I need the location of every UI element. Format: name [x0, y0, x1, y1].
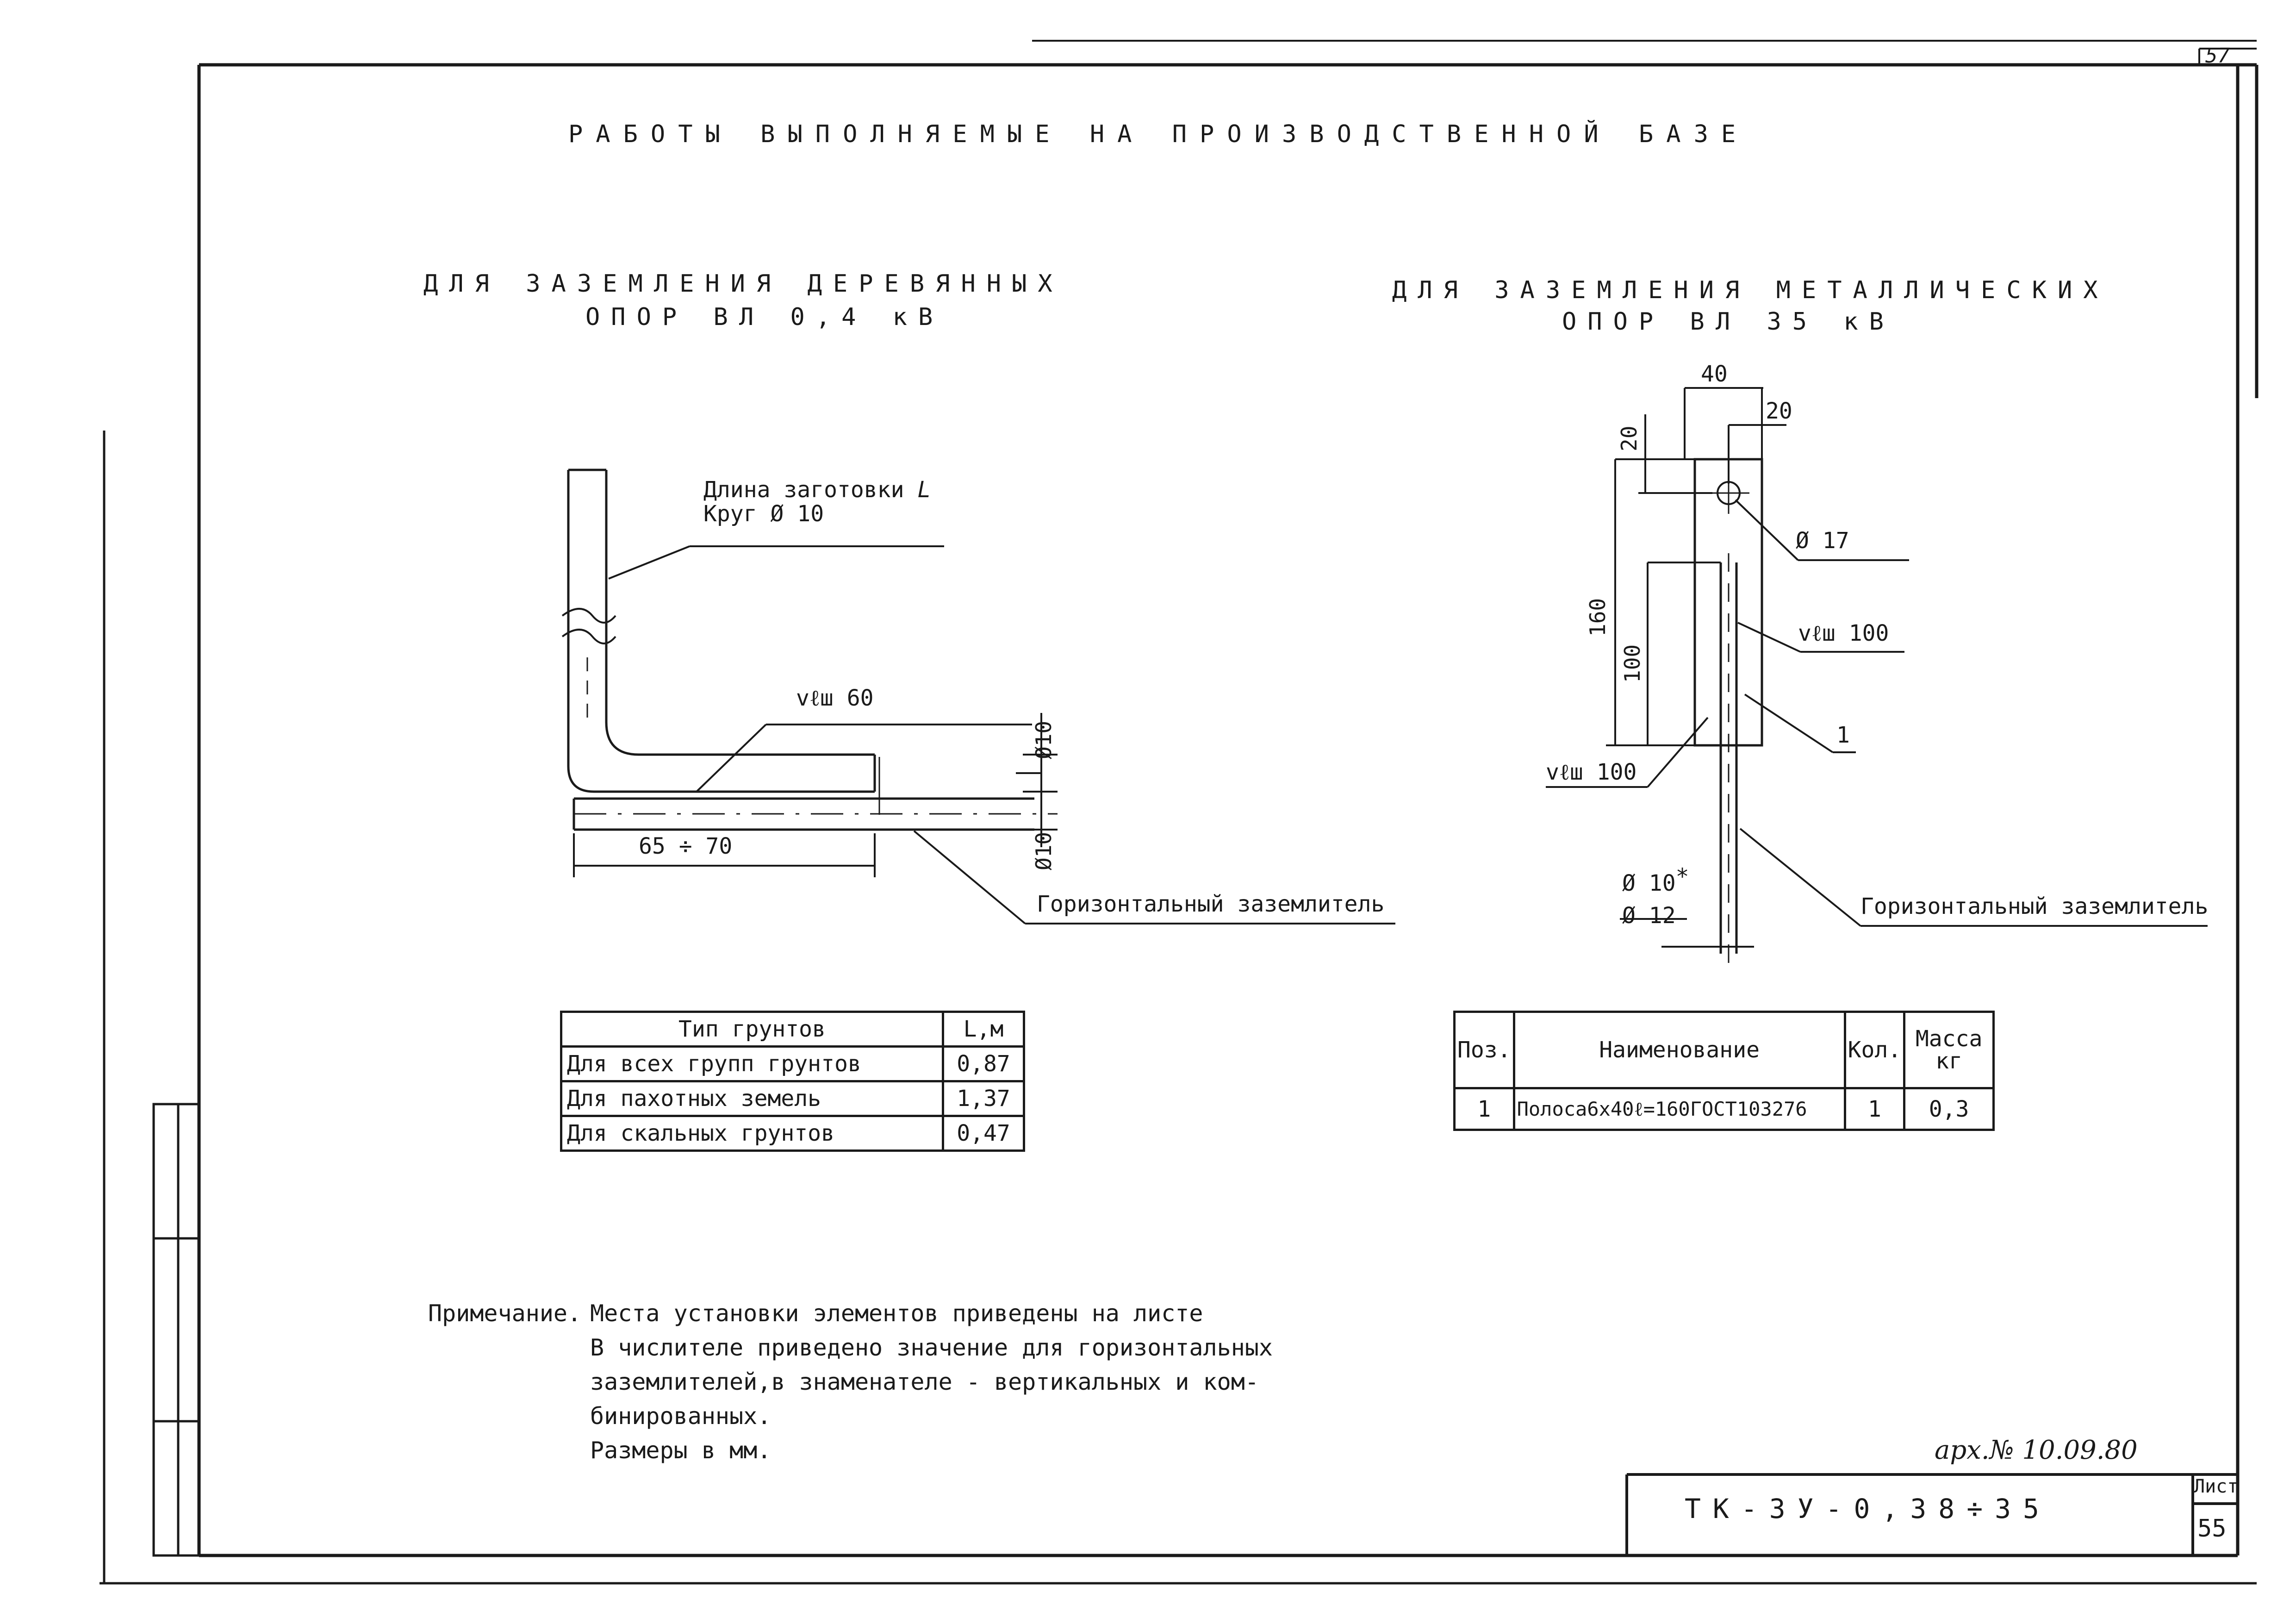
- note-line: заземлителей,в знаменателе - вертикальны…: [590, 1368, 1259, 1395]
- round-bar-label: Круг Ø 10: [703, 501, 824, 527]
- soil-header-length: L,м: [942, 1011, 1025, 1048]
- notes-block: Места установки элементов приведены на л…: [590, 1296, 1273, 1468]
- right-dim-100: 100: [1620, 644, 1645, 683]
- position-marker: 1: [1836, 722, 1850, 748]
- soil-header-type: Тип грунтов: [560, 1011, 944, 1048]
- blank-length-text: Длина заготовки: [703, 477, 918, 503]
- spec-header-mass: Масса кг: [1903, 1011, 1995, 1089]
- left-title-line2: ОПОР ВЛ 0,4 кВ: [585, 303, 944, 331]
- page-title: РАБОТЫ ВЫПОЛНЯЕМЫЕ НА ПРОИЗВОДСТВЕННОЙ Б…: [568, 120, 1749, 148]
- soil-length-cell: 0,87: [942, 1045, 1025, 1082]
- right-leaders: [1546, 499, 2208, 927]
- left-dim-top: Ø10: [1031, 720, 1056, 759]
- left-dimensions: [573, 713, 1058, 877]
- sheet-frame: [100, 40, 2259, 1585]
- soil-length-cell: 1,37: [942, 1080, 1025, 1117]
- table-row: Для пахотных земель 1,37: [560, 1080, 1025, 1117]
- note-label: Примечание.: [428, 1300, 582, 1327]
- soil-table: Тип грунтов L,м Для всех групп грунтов 0…: [560, 1011, 1025, 1152]
- soil-table-header: Тип грунтов L,м: [560, 1011, 1025, 1048]
- sheet-number: 55: [2197, 1515, 2227, 1543]
- table-row: 1 Полоса6х40ℓ=160ГОСТ103276 1 0,3: [1453, 1087, 1995, 1131]
- right-title-line1: ДЛЯ ЗАЗЕМЛЕНИЯ МЕТАЛЛИЧЕСКИХ: [1392, 276, 2109, 304]
- rod-diameter-star: *: [1675, 864, 1689, 890]
- spec-header-name: Наименование: [1512, 1011, 1846, 1089]
- archive-number: арх.№ 10.09.80: [1935, 1435, 2138, 1465]
- right-weld-lower: vℓш 100: [1546, 759, 1637, 785]
- sheet-label: Лист: [2194, 1476, 2239, 1497]
- left-l-rod: [561, 468, 876, 793]
- left-title-line1: ДЛЯ ЗАЗЕМЛЕНИЯ ДЕРЕВЯННЫХ: [423, 270, 1064, 298]
- note-line: Размеры в мм.: [590, 1437, 772, 1464]
- soil-length-cell: 0,47: [942, 1115, 1025, 1152]
- left-dim-bottom: Ø10: [1031, 831, 1056, 870]
- right-dim-160: 160: [1585, 598, 1610, 637]
- spec-mass-cell: 0,3: [1903, 1087, 1995, 1131]
- note-line: бинированных.: [590, 1403, 772, 1430]
- table-row: Для скальных грунтов 0,47: [560, 1115, 1025, 1152]
- spec-qty-cell: 1: [1843, 1087, 1906, 1131]
- soil-type-cell: Для всех групп грунтов: [560, 1045, 944, 1082]
- note-line: В числителе приведено значение для гориз…: [590, 1334, 1273, 1361]
- right-weld-upper: vℓш 100: [1798, 620, 1889, 646]
- right-dim-20-left: 20: [1617, 425, 1642, 451]
- spec-table: Поз. Наименование Кол. Масса кг 1 Полоса…: [1453, 1011, 1995, 1131]
- right-horizontal-label: Горизонтальный заземлитель: [1860, 893, 2209, 919]
- title-block: [1625, 1473, 2238, 1555]
- binding-strips: [152, 1103, 200, 1557]
- soil-type-cell: Для пахотных земель: [560, 1080, 944, 1117]
- document-code: ТК-ЗУ-0,38÷35: [1685, 1493, 2051, 1524]
- hole-diameter-label: Ø 17: [1796, 528, 1849, 554]
- right-strip: [1693, 458, 1763, 963]
- rod-diameter-numerator: Ø 10*: [1622, 864, 1689, 896]
- spec-header-pos: Поз.: [1453, 1011, 1515, 1089]
- soil-type-cell: Для скальных грунтов: [560, 1115, 944, 1152]
- spec-pos-cell: 1: [1453, 1087, 1515, 1131]
- rod-diameter-bottom: Ø 12: [1622, 903, 1676, 929]
- left-dim-span: 65 ÷ 70: [639, 833, 733, 859]
- blank-length-symbol: L: [917, 477, 931, 503]
- spec-table-header: Поз. Наименование Кол. Масса кг: [1453, 1011, 1995, 1089]
- right-dim-40: 40: [1701, 361, 1728, 387]
- spec-header-qty: Кол.: [1843, 1011, 1906, 1089]
- rod-diameter-top: Ø 10: [1622, 870, 1676, 896]
- table-row: Для всех групп грунтов 0,87: [560, 1045, 1025, 1082]
- right-dimensions: [1606, 387, 1786, 954]
- corner-box: [2198, 48, 2257, 65]
- blank-length-label: Длина заготовки L: [703, 477, 931, 503]
- corner-number: 57: [2205, 44, 2230, 68]
- left-leaders: [608, 545, 1395, 924]
- left-horizontal-label: Горизонтальный заземлитель: [1037, 891, 1385, 917]
- left-horizontal-rod: [572, 757, 1058, 831]
- note-line: Места установки элементов приведены на л…: [590, 1300, 1203, 1327]
- right-dim-20-top: 20: [1766, 398, 1792, 424]
- left-weld-label: vℓш 60: [796, 685, 874, 711]
- right-title-line2: ОПОР ВЛ 35 кВ: [1562, 308, 1895, 336]
- spec-name-cell: Полоса6х40ℓ=160ГОСТ103276: [1512, 1087, 1846, 1131]
